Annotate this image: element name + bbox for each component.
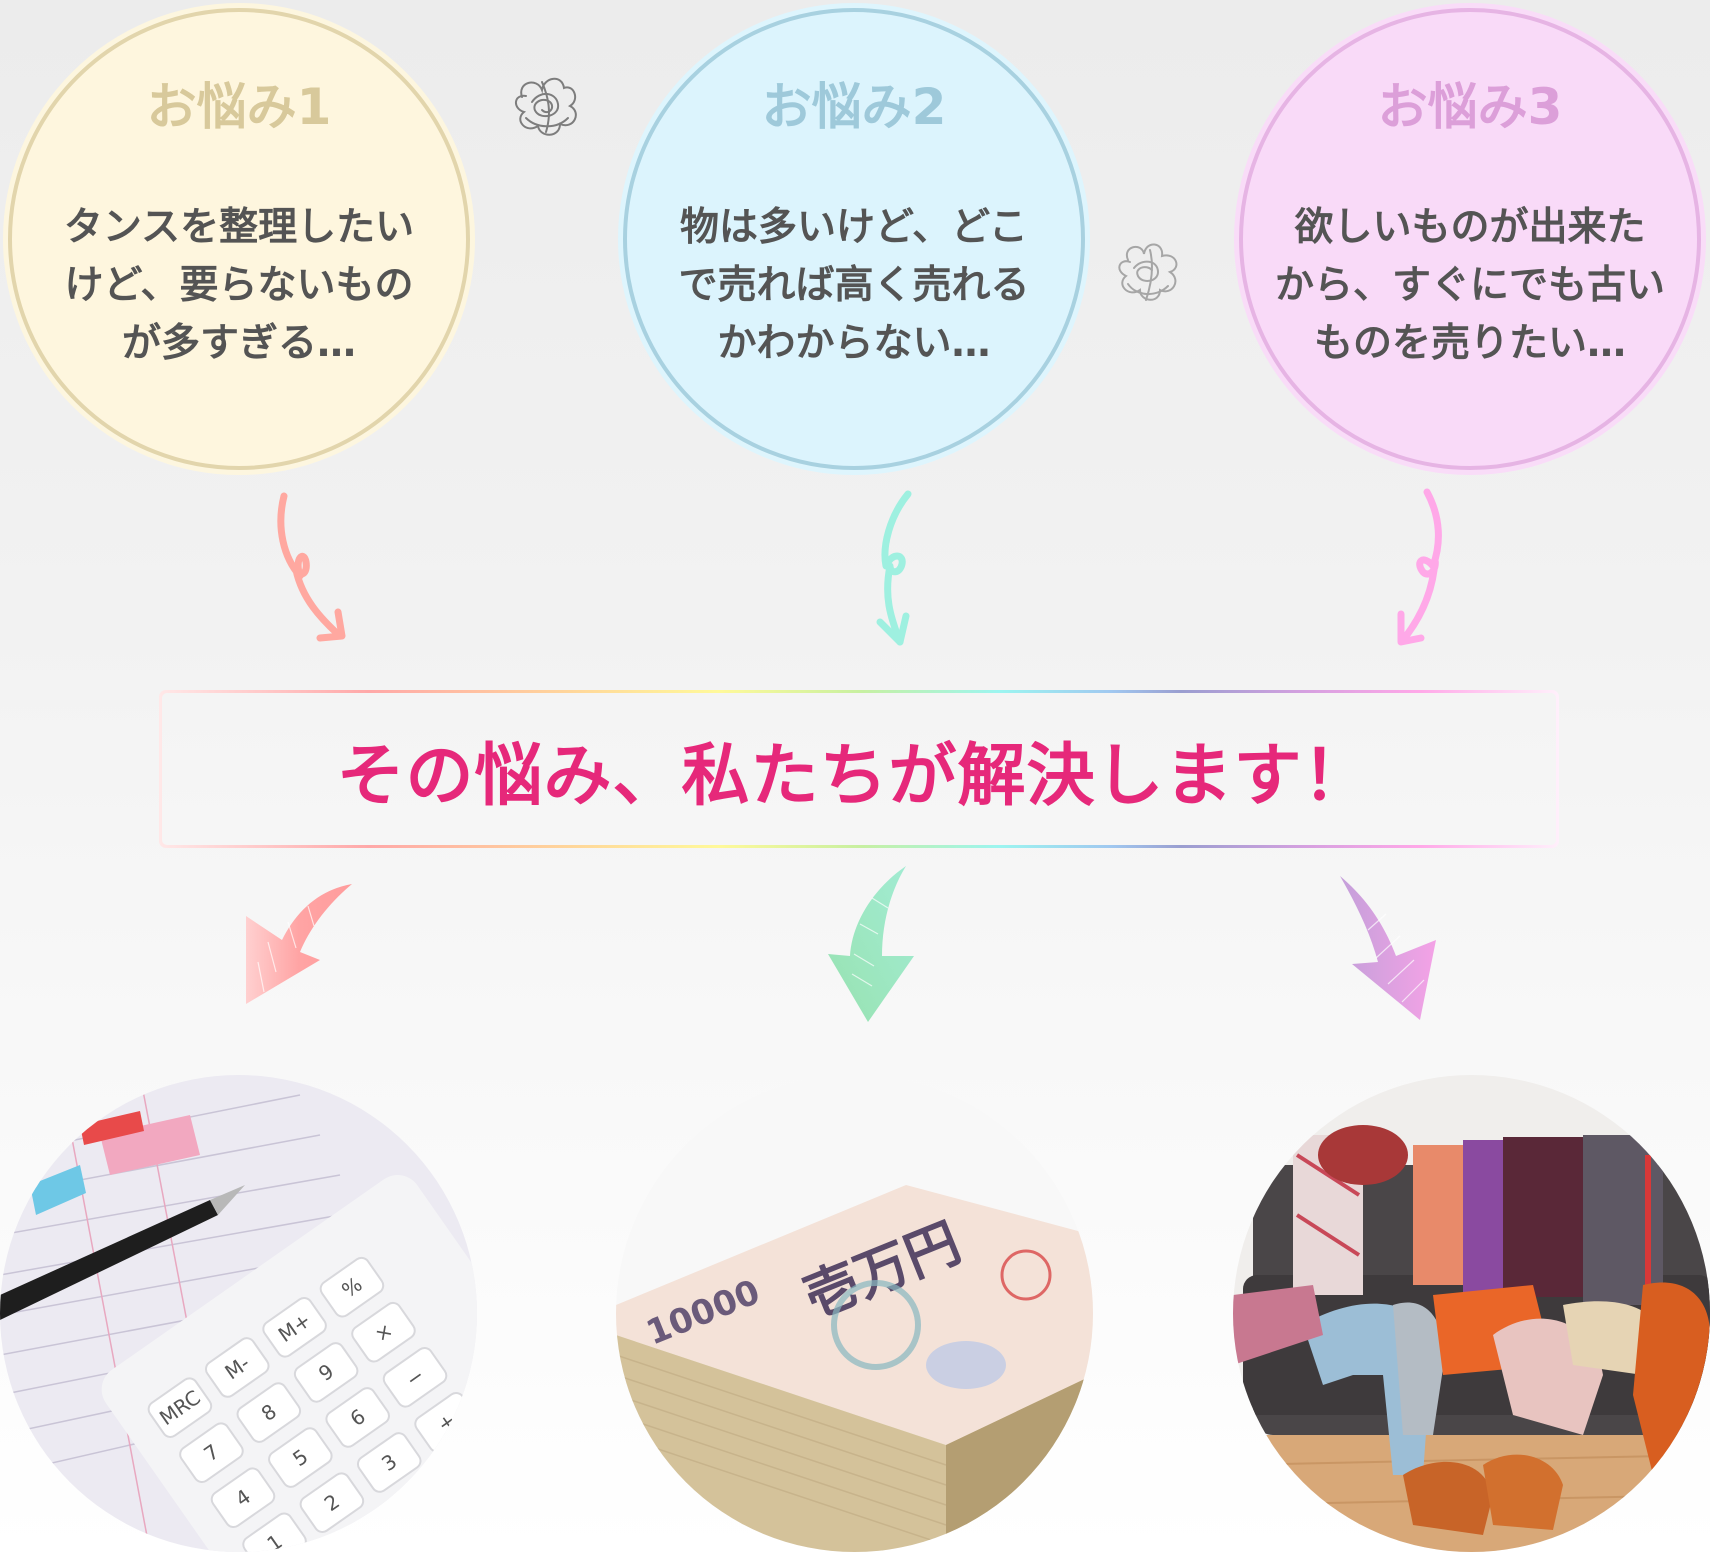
worry-text: 物は多いけど、どこ で売れば高く売れる かわからない… — [642, 199, 1066, 373]
worry-circle-2: お悩み2 物は多いけど、どこ で売れば高く売れる かわからない… — [618, 3, 1090, 475]
worry-text: 欲しいものが出来た から、すぐにでも古い ものを売りたい… — [1258, 199, 1682, 373]
worry-text-line: から、すぐにでも古い — [1274, 263, 1665, 308]
worry-circle-fill — [1239, 8, 1701, 470]
worry-circle-3: お悩み3 欲しいものが出来た から、すぐにでも古い ものを売りたい… — [1234, 3, 1706, 475]
worry-text-line: 欲しいものが出来た — [1294, 205, 1646, 250]
yen-bills-image: 10000 壱万円 — [616, 1075, 1093, 1552]
worry-text-line: ものを売りたい… — [1313, 321, 1626, 366]
curly-arrow-down-icon — [277, 492, 346, 642]
solution-headline: その悩み、私たちが解決します！ — [336, 736, 1372, 816]
solution-banner-panel: その悩み、私たちが解決します！ — [162, 693, 1556, 845]
worry-circle-1: お悩み1 タンスを整理したい けど、要らないもの が多すぎる… — [3, 3, 475, 475]
worry-title: お悩み1 — [146, 78, 332, 136]
curly-arrow-down-icon — [876, 490, 912, 646]
worry-title: お悩み2 — [761, 78, 947, 136]
worry-circle-fill — [623, 8, 1085, 470]
worry-text-line: けど、要らないもの — [64, 263, 414, 308]
worry-text-line: かわからない… — [717, 321, 991, 366]
worry-text-line: タンスを整理したい — [63, 205, 415, 250]
clothes-on-sofa-image — [1233, 1075, 1710, 1552]
worry-text-line: が多すぎる… — [121, 321, 356, 366]
worry-circle-fill — [8, 8, 470, 470]
worry-text-line: で売れば高く売れる — [678, 263, 1030, 308]
worry-title: お悩み3 — [1377, 78, 1563, 136]
solution-banner: その悩み、私たちが解決します！ — [159, 690, 1559, 848]
big-arrow-down-right-icon — [1340, 876, 1436, 1020]
curly-arrow-down-icon — [1397, 488, 1442, 646]
scribble-icon — [515, 77, 577, 136]
photo-money-stack: 10000 壱万円 — [616, 1075, 1093, 1552]
worry-text-line: 物は多いけど、どこ — [680, 205, 1028, 250]
scribble-icon — [1118, 243, 1178, 301]
big-arrow-down-icon — [828, 866, 914, 1022]
worry-text: タンスを整理したい けど、要らないもの が多すぎる… — [27, 199, 451, 373]
photo-cluttered-clothes — [1233, 1075, 1710, 1552]
big-arrow-down-left-icon — [246, 884, 352, 1004]
